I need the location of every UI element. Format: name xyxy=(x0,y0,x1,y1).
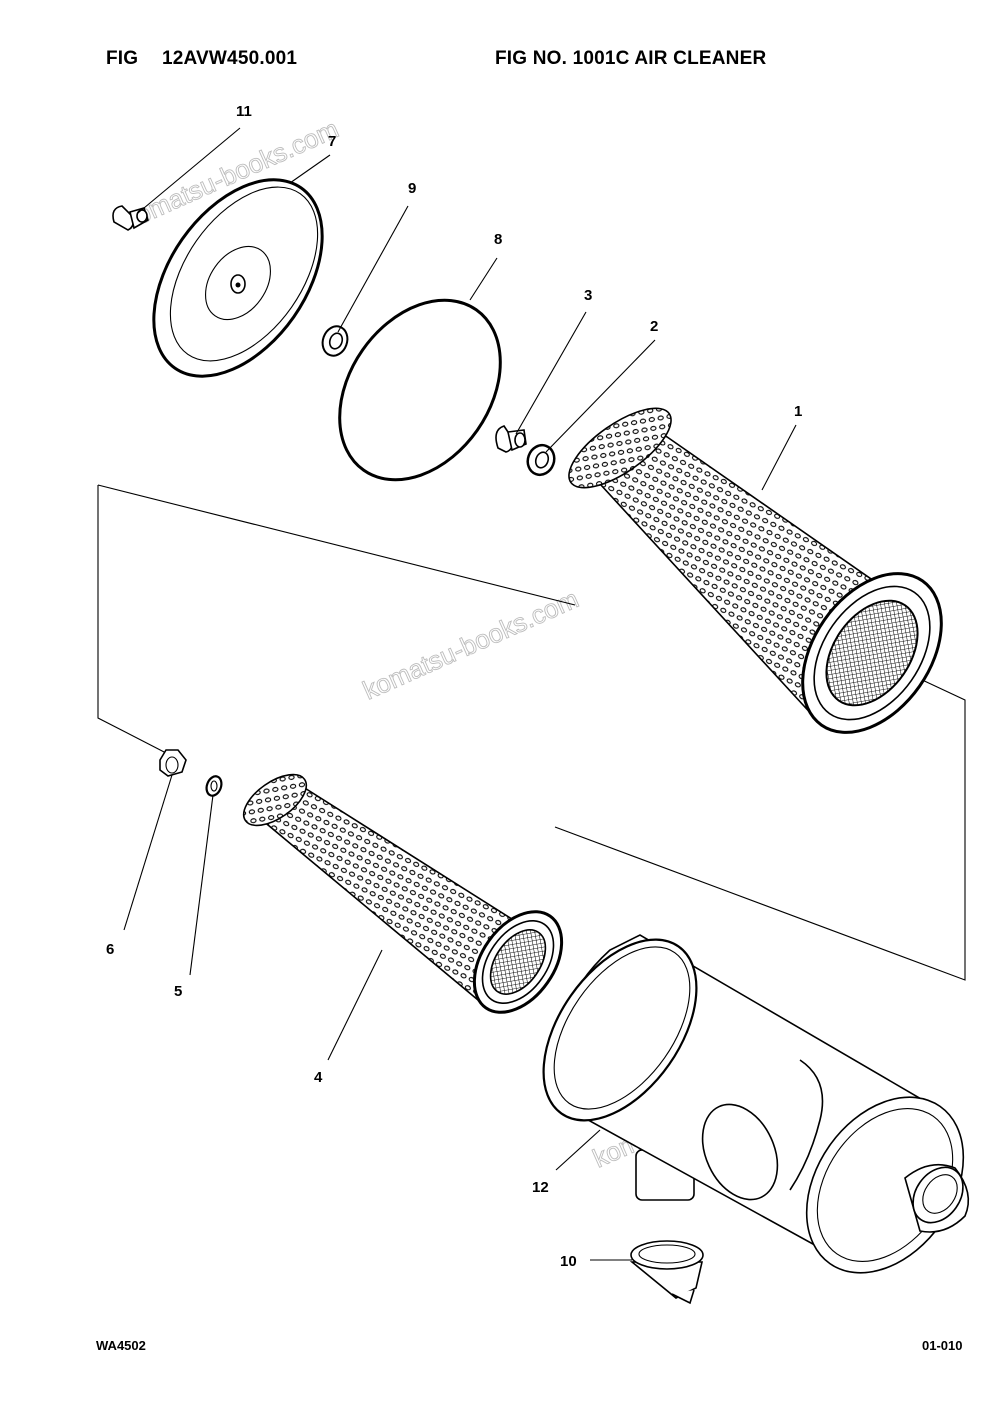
assembly-bracket-lines xyxy=(97,484,966,981)
callout-7: 7 xyxy=(328,133,336,150)
part-8-o-ring xyxy=(338,298,502,482)
fig-title: FIG NO. 1001C AIR CLEANER xyxy=(495,48,767,69)
callout-12: 12 xyxy=(532,1179,549,1196)
callout-4: 4 xyxy=(314,1069,323,1086)
part-2-seal xyxy=(526,443,556,477)
part-10-dust-valve xyxy=(629,1240,704,1305)
callout-6: 6 xyxy=(106,941,114,958)
fig-prefix: FIG xyxy=(106,48,139,69)
part-9-washer xyxy=(321,325,349,357)
page-ref: 01-010 xyxy=(922,1338,963,1353)
callout-1: 1 xyxy=(794,403,802,420)
part-3-wing-nut xyxy=(495,425,527,453)
callout-labels: 1 2 3 4 5 6 7 8 9 10 11 12 xyxy=(106,103,802,1270)
part-6-nut xyxy=(159,749,187,777)
part-12-housing xyxy=(542,934,970,1274)
part-1-outer-element xyxy=(568,407,943,734)
part-11-wing-nut xyxy=(112,205,149,231)
fig-code: 12AVW450.001 xyxy=(162,48,298,69)
part-5-washer xyxy=(205,775,223,797)
callout-11: 11 xyxy=(236,103,252,120)
callout-5: 5 xyxy=(174,983,182,1000)
part-7-cover xyxy=(152,178,324,378)
part-4-inner-element xyxy=(242,773,564,1014)
callout-9: 9 xyxy=(408,180,416,197)
callout-8: 8 xyxy=(494,231,502,248)
callout-3: 3 xyxy=(584,287,592,304)
watermark-middle: komatsu-books.com xyxy=(358,583,583,705)
callout-2: 2 xyxy=(650,318,658,335)
callout-10: 10 xyxy=(560,1253,577,1270)
leader-lines xyxy=(123,127,797,1261)
drawing-code: WA4502 xyxy=(96,1338,146,1353)
